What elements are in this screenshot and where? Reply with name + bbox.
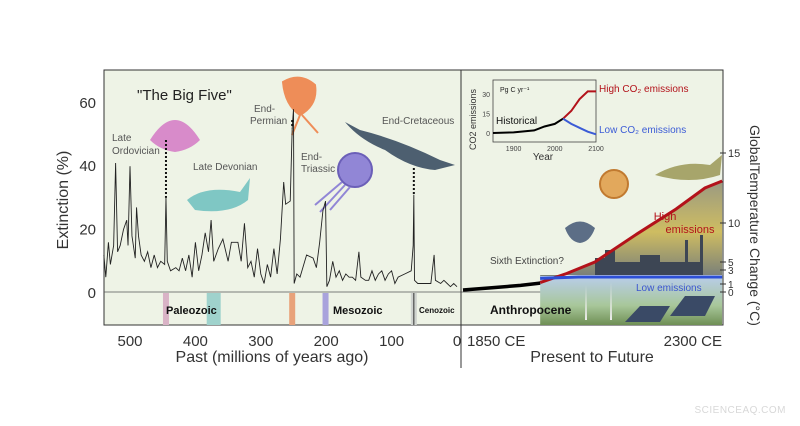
extinction-event-band <box>162 293 169 325</box>
x-axis-label: Past (millions of years ago) <box>176 349 369 366</box>
mosasaur-icon <box>345 122 455 170</box>
temperature-line-high-emissions <box>539 179 723 285</box>
x-tick-label: 500 <box>117 333 142 350</box>
annotation-late-ordovician: Late <box>112 133 132 144</box>
inset-x-axis-label: Year <box>533 152 554 163</box>
era-label-mesozoic: Mesozoic <box>333 305 383 317</box>
y-tick-label: 40 <box>79 158 96 175</box>
inset-line-high-co2-emissions <box>562 90 596 120</box>
animal-illustrations <box>150 76 722 243</box>
cod-fish-icon <box>655 155 722 180</box>
label-high-emissions: High <box>654 211 677 223</box>
extinction-rate-line <box>103 109 458 288</box>
right-y-tick-label: 10 <box>728 218 740 230</box>
y-tick-label: 0 <box>88 285 96 302</box>
inset-x-tick-label: 2100 <box>588 146 604 153</box>
annotation-sixth-extinction: Sixth Extinction? <box>490 256 564 267</box>
y-tick-label: 60 <box>79 95 96 112</box>
x-tick-label-2300: 2300 CE <box>664 333 722 350</box>
era-label-paleozoic: Paleozoic <box>166 305 217 317</box>
y-axis-label: Extinction (%) <box>55 151 72 250</box>
right-y-tick-label: 5 <box>728 258 734 269</box>
inset-x-tick-label: 1900 <box>506 146 522 153</box>
x-tick-label: 100 <box>379 333 404 350</box>
right-y-tick-label: 15 <box>728 148 740 160</box>
y-tick-label: 20 <box>79 222 96 239</box>
era-label-cenozoic: Cenozoic <box>419 306 455 315</box>
annotation-late-devonian: Late Devonian <box>193 162 258 173</box>
temperature-line-historical <box>462 281 541 292</box>
annotation-end-cretaceous: End-Cretaceous <box>382 116 454 127</box>
right-y-tick-label: 0 <box>728 288 734 299</box>
future-x-axis-label: Present to Future <box>530 349 654 366</box>
extinction-event-band <box>322 293 329 325</box>
trilobite-icon <box>281 76 319 136</box>
extinction-event-band <box>206 293 221 325</box>
inset-line-low-co2-emissions <box>562 117 597 136</box>
dunkleosteus-fish-icon <box>187 178 250 212</box>
inset-y-tick-label: 0 <box>486 131 490 138</box>
high-emissions-smoke-area <box>540 181 723 283</box>
watermark: SCIENCEAQ.COM <box>694 405 786 416</box>
right-y-axis-label: GlobalTemperature Change (°C) <box>747 125 763 326</box>
extinction-event-band <box>289 293 296 325</box>
solar-panels-icon <box>625 296 715 322</box>
inset-y-tick-label: 15 <box>482 112 490 119</box>
ammonite-icon <box>337 152 373 188</box>
temperature-line-low-emissions <box>540 275 723 280</box>
annotation-end-triassic: Triassic <box>301 164 335 175</box>
label-low-emissions: Low emissions <box>636 283 702 294</box>
crab-icon <box>565 221 595 243</box>
annotation-end-permian: End- <box>254 104 275 115</box>
inset-units: Pg C yr⁻¹ <box>500 87 530 94</box>
annotation-end-permian: Permian <box>250 116 287 127</box>
inset-y-axis-label: CO2 emissions <box>468 88 478 150</box>
x-tick-label: 400 <box>183 333 208 350</box>
x-tick-label: 300 <box>248 333 273 350</box>
annotation-late-ordovician: Ordovician <box>112 146 160 157</box>
inset-label-high: High CO₂ emissions <box>599 84 688 95</box>
era-label-anthropocene: Anthropocene <box>490 303 572 317</box>
x-tick-label: 200 <box>314 333 339 350</box>
right-y-tick-label: 3 <box>728 266 734 277</box>
inset-label-historical: Historical <box>496 116 537 127</box>
inset-line-historical <box>492 117 564 134</box>
label-high-emissions: emissions <box>666 224 715 236</box>
annotation-end-triassic: End- <box>301 152 322 163</box>
big-five-title: "The Big Five" <box>137 87 232 104</box>
right-y-tick-label: 1 <box>728 280 734 291</box>
x-tick-label: 0 <box>453 333 461 350</box>
inset-x-tick-label: 2000 <box>547 146 563 153</box>
nautilus-icon <box>599 169 629 199</box>
x-tick-label-1850: 1850 CE <box>467 333 525 350</box>
inset-label-low: Low CO₂ emissions <box>599 125 686 136</box>
inset-y-tick-label: 30 <box>482 92 490 99</box>
factory-silhouette-icon <box>595 235 703 275</box>
scallop-shell-icon <box>150 120 200 152</box>
